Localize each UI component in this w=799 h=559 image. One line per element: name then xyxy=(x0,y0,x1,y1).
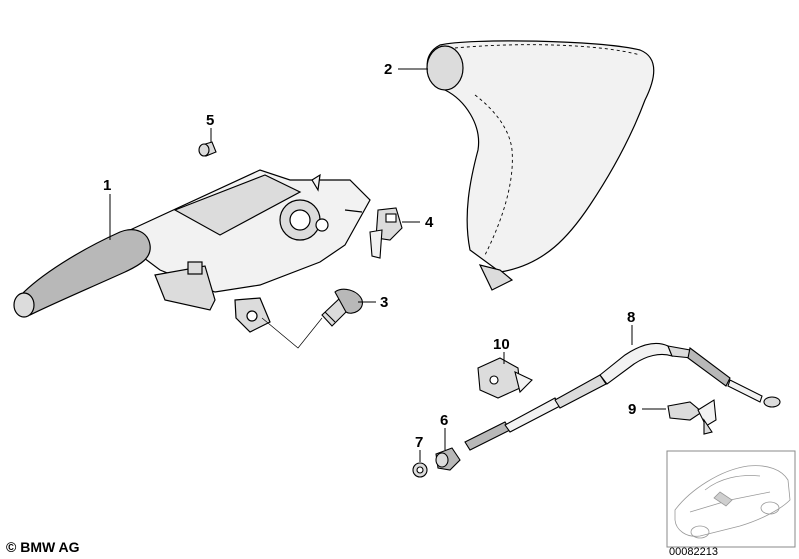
part-8-cable xyxy=(464,342,781,451)
part-5-screw xyxy=(198,141,217,157)
callout-10: 10 xyxy=(493,336,510,353)
part-6-nut xyxy=(435,447,461,471)
callout-5: 5 xyxy=(206,112,214,129)
part-9-bracket xyxy=(667,399,717,435)
callout-3: 3 xyxy=(380,294,388,311)
callout-1: 1 xyxy=(103,177,111,194)
part-7-nut xyxy=(412,462,428,478)
callout-4: 4 xyxy=(425,214,434,231)
assembly-line-3 xyxy=(261,317,323,349)
part-10-clip xyxy=(477,357,533,399)
car-thumbnail xyxy=(666,450,796,548)
callout-7: 7 xyxy=(415,434,423,451)
callout-2: 2 xyxy=(384,61,392,78)
part-3-bolt xyxy=(321,288,363,327)
part-2-gaiter xyxy=(426,40,655,291)
part-4-clip xyxy=(369,207,403,259)
callout-9: 9 xyxy=(628,401,636,418)
callout-6: 6 xyxy=(440,412,448,429)
callout-8: 8 xyxy=(627,309,635,326)
copyright-text: © BMW AG xyxy=(6,539,80,555)
image-number: 00082213 xyxy=(669,546,718,558)
part-1-handbrake-lever xyxy=(13,169,371,333)
